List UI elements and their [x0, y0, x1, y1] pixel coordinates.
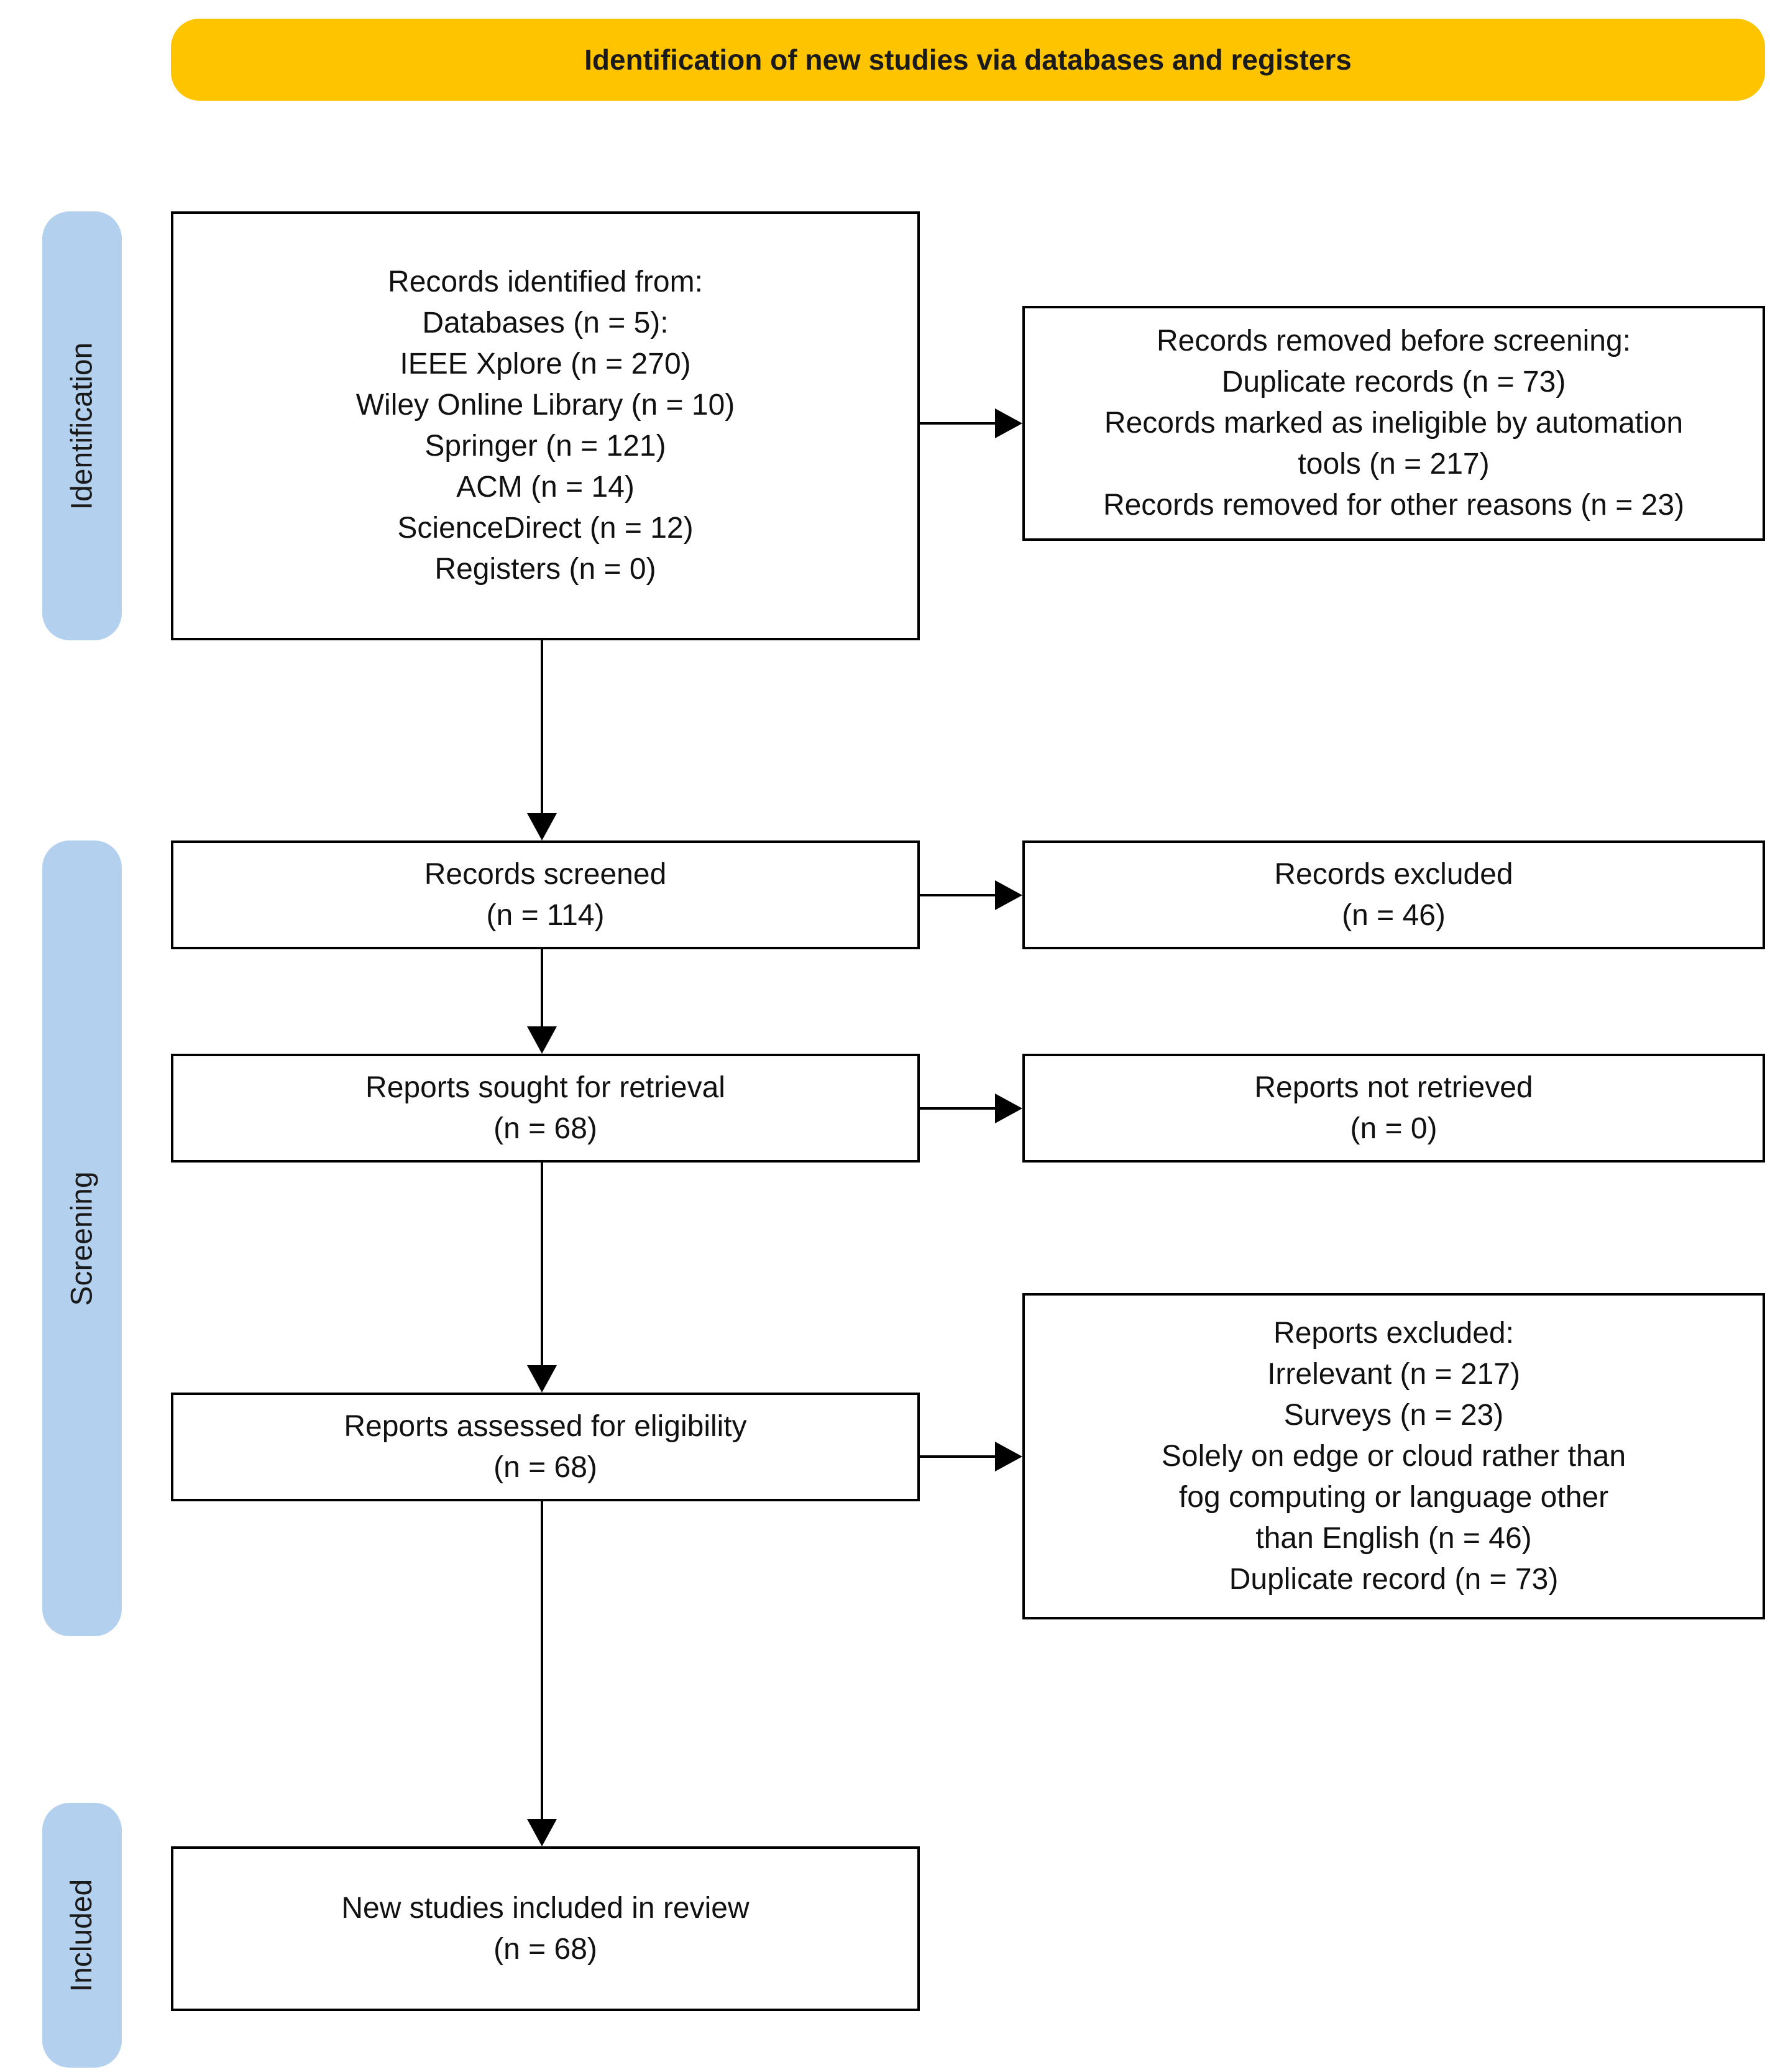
reports-assessed-line: (n = 68) — [493, 1450, 597, 1484]
records-removed-line: tools (n = 217) — [1298, 448, 1490, 481]
connector-screened-to-excluded — [920, 894, 995, 896]
records-removed-line: Duplicate records (n = 73) — [1221, 366, 1566, 398]
records-identified-line: Databases (n = 5): — [422, 306, 669, 339]
records-removed-line: Records removed before screening: — [1156, 325, 1631, 357]
title-banner-text: Identification of new studies via databa… — [584, 44, 1352, 76]
records-identified-line: Wiley Online Library (n = 10) — [355, 389, 735, 421]
records-identified-line: Records identified from: — [388, 265, 703, 298]
arrowhead-identified-to-removed — [995, 408, 1022, 438]
connector-screened-to-sought — [541, 949, 543, 1026]
arrowhead-screened-to-sought — [527, 1026, 557, 1054]
stage-pill-screening: Screening — [42, 840, 122, 1636]
records-identified-line: IEEE Xplore (n = 270) — [400, 348, 691, 380]
stage-pill-identification: Identification — [42, 211, 122, 640]
reports-not-retrieved-line: (n = 0) — [1350, 1112, 1438, 1145]
records-identified-line: ACM (n = 14) — [456, 471, 635, 504]
reports-not-retrieved-box: Reports not retrieved (n = 0) — [1022, 1054, 1765, 1163]
reports-sought-line: (n = 68) — [493, 1112, 597, 1145]
records-removed-box: Records removed before screening: Duplic… — [1022, 306, 1765, 541]
connector-sought-to-assessed — [541, 1163, 543, 1365]
arrowhead-identified-to-screened — [527, 813, 557, 840]
reports-excluded-box: Reports excluded: Irrelevant (n = 217) S… — [1022, 1293, 1765, 1619]
records-screened-line: Records screened — [424, 857, 667, 891]
records-removed-line: Records marked as ineligible by automati… — [1104, 407, 1684, 440]
connector-identified-to-removed — [920, 422, 995, 425]
reports-excluded-line: fog computing or language other — [1178, 1480, 1609, 1514]
reports-assessed-line: Reports assessed for eligibility — [344, 1409, 747, 1443]
stage-pill-included: Included — [42, 1803, 122, 2068]
new-studies-included-line: (n = 68) — [493, 1932, 597, 1966]
stage-label-included: Included — [65, 1879, 99, 1992]
reports-assessed-box: Reports assessed for eligibility (n = 68… — [171, 1393, 920, 1501]
stage-label-screening: Screening — [65, 1171, 99, 1306]
records-excluded-box: Records excluded (n = 46) — [1022, 840, 1765, 949]
connector-assessed-to-reports-excluded — [920, 1455, 995, 1458]
records-excluded-line: (n = 46) — [1342, 898, 1446, 932]
arrowhead-assessed-to-included — [527, 1819, 557, 1846]
arrowhead-assessed-to-reports-excluded — [995, 1442, 1022, 1471]
reports-excluded-line: Solely on edge or cloud rather than — [1161, 1439, 1626, 1473]
reports-excluded-line: Surveys (n = 23) — [1283, 1398, 1504, 1432]
records-identified-line: Springer (n = 121) — [424, 430, 666, 463]
records-excluded-line: Records excluded — [1274, 857, 1513, 891]
arrowhead-sought-to-not-retrieved — [995, 1094, 1022, 1123]
reports-excluded-line: Reports excluded: — [1273, 1316, 1514, 1350]
records-identified-line: Registers (n = 0) — [434, 553, 656, 586]
connector-assessed-to-included — [541, 1501, 543, 1819]
reports-sought-box: Reports sought for retrieval (n = 68) — [171, 1054, 920, 1163]
records-identified-line: ScienceDirect (n = 12) — [397, 512, 694, 545]
new-studies-included-box: New studies included in review (n = 68) — [171, 1846, 920, 2011]
reports-sought-line: Reports sought for retrieval — [365, 1071, 725, 1104]
records-removed-line: Records removed for other reasons (n = 2… — [1103, 489, 1685, 522]
reports-excluded-line: Irrelevant (n = 217) — [1267, 1357, 1520, 1391]
reports-excluded-line: than English (n = 46) — [1255, 1521, 1532, 1555]
connector-sought-to-not-retrieved — [920, 1107, 995, 1110]
records-screened-line: (n = 114) — [486, 898, 605, 932]
records-identified-box: Records identified from: Databases (n = … — [171, 211, 920, 640]
new-studies-included-line: New studies included in review — [341, 1891, 750, 1925]
reports-excluded-line: Duplicate record (n = 73) — [1229, 1562, 1559, 1596]
records-screened-box: Records screened (n = 114) — [171, 840, 920, 949]
title-banner: Identification of new studies via databa… — [171, 19, 1765, 101]
arrowhead-sought-to-assessed — [527, 1365, 557, 1393]
connector-identified-to-screened — [541, 640, 543, 816]
reports-not-retrieved-line: Reports not retrieved — [1254, 1071, 1533, 1104]
stage-label-identification: Identification — [65, 342, 99, 510]
arrowhead-screened-to-excluded — [995, 880, 1022, 910]
